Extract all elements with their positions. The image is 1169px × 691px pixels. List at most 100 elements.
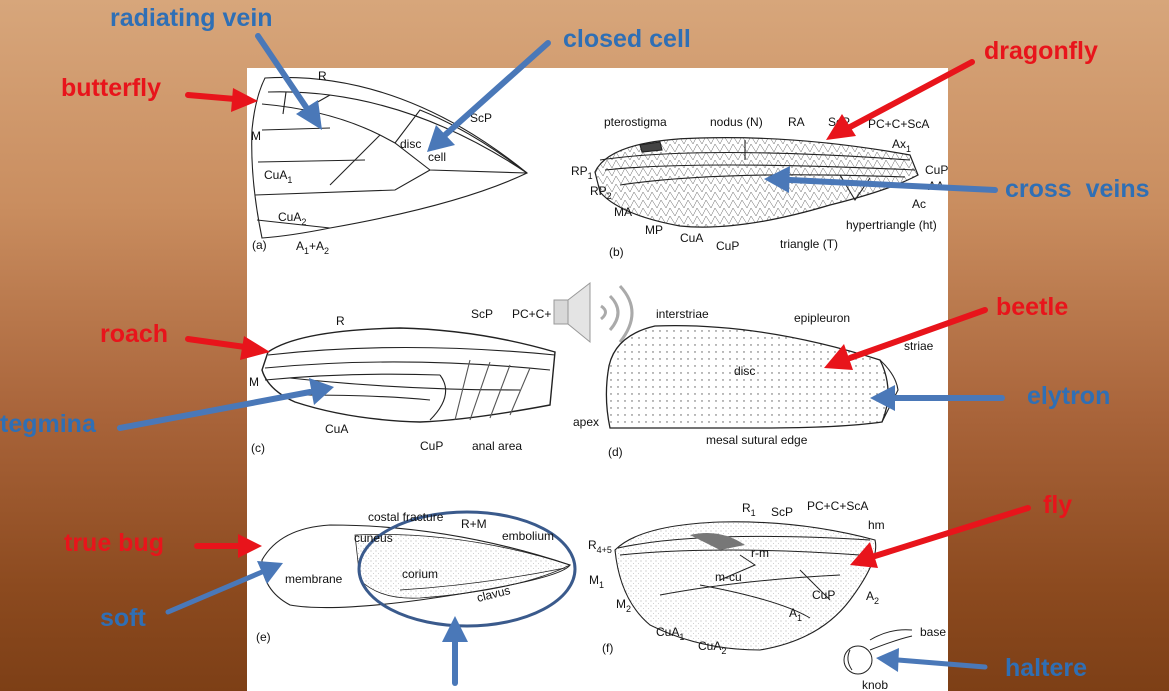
label-knob: knob [862, 678, 888, 691]
callout-arrows [117, 33, 1031, 686]
label-M2: M2 [616, 597, 631, 614]
label-A1A2: A1+A2 [296, 239, 329, 256]
label-A2-f: A2 [866, 589, 879, 606]
corium-highlight-ellipse [357, 510, 577, 628]
label-hm: hm [868, 518, 885, 532]
panel-tag-f: (f) [602, 641, 613, 655]
callout-beetle: beetle [996, 293, 1069, 321]
label-anal-area: anal area [472, 439, 522, 453]
callout-butterfly: butterfly [61, 74, 161, 102]
truebug-wing [261, 524, 572, 609]
label-embolium: embolium [502, 529, 554, 543]
label-CuA-b: CuA [680, 231, 703, 245]
roach-labels: R ScP PC+C+ M CuA CuP anal area (c) [249, 307, 551, 455]
arrow-butterfly [185, 92, 238, 102]
label-R1-f: R1 [742, 501, 756, 518]
label-membrane: membrane [285, 572, 343, 586]
label-pc-c: PC+C+ [512, 307, 551, 321]
callout-elytron: elytron [1027, 382, 1111, 410]
label-rm: r-m [751, 546, 769, 560]
label-M-c: M [249, 375, 259, 389]
arrow-haltere [895, 657, 988, 670]
label-disc: disc [400, 137, 421, 151]
label-CuA-c: CuA [325, 422, 348, 436]
label-disc-d: disc [734, 364, 755, 378]
fly-wing [614, 521, 877, 651]
roach-wing [261, 327, 556, 423]
panel-tag-a: (a) [252, 238, 267, 252]
label-CuP-b2: CuP [925, 163, 948, 177]
label-CuA2-f: CuA2 [698, 639, 726, 656]
beetle-labels: interstriae epipleuron striae disc apex … [573, 307, 934, 459]
label-CuP-f: CuP [812, 588, 835, 602]
callout-radiating-vein: radiating vein [110, 4, 273, 32]
callout-dragonfly: dragonfly [984, 37, 1098, 65]
label-RA: RA [788, 115, 805, 129]
callout-roach: roach [100, 320, 169, 348]
beetle-elytron [605, 325, 899, 429]
label-interstriae: interstriae [656, 307, 709, 321]
speaker-volume-icon[interactable] [553, 281, 634, 344]
callout-haltere: haltere [1005, 654, 1087, 682]
label-ScP-f: ScP [771, 505, 793, 519]
callout-cross-veins: cross veins [1005, 175, 1150, 203]
label-apex: apex [573, 415, 599, 429]
dragonfly-wing [594, 137, 919, 228]
arrow-fly [872, 505, 1031, 559]
label-A1-f: A1 [789, 606, 802, 623]
truebug-labels: costal fracture cuneus R+M embolium cori… [256, 510, 554, 644]
label-striae: striae [904, 339, 934, 353]
fly-labels: R1 ScP PC+C+ScA hm R4+5 r-m m-cu M1 M2 C… [588, 499, 946, 691]
label-base: base [920, 625, 946, 639]
label-M1: M1 [589, 573, 604, 590]
label-RP1: RP1 [571, 164, 593, 181]
haltere-drawing [843, 629, 913, 675]
panel-tag-d: (d) [608, 445, 623, 459]
label-CuA1-f: CuA1 [656, 625, 684, 642]
callout-true-bug: true bug [64, 529, 164, 557]
callout-soft: soft [100, 604, 146, 632]
arrow-tegmina [117, 389, 313, 431]
butterfly-labels: R ScP M disc cell CuA1 CuA2 A1+A2 (a) [251, 69, 492, 256]
label-CuA1: CuA1 [264, 168, 292, 185]
label-CuP-b: CuP [716, 239, 739, 253]
panel-tag-c: (c) [251, 441, 265, 455]
label-MA: MA [614, 205, 632, 219]
label-R45: R4+5 [588, 538, 612, 555]
label-nodus: nodus (N) [710, 115, 763, 129]
label-corium: corium [402, 567, 438, 581]
label-R-c: R [336, 314, 345, 328]
label-RP2: RP2 [590, 184, 612, 201]
arrow-soft [165, 569, 265, 615]
arrow-dragonfly [847, 59, 975, 130]
label-mesal: mesal sutural edge [706, 433, 808, 447]
arrow-roach [185, 336, 248, 350]
label-RM: R+M [461, 517, 487, 531]
label-hypertriangle: hypertriangle (ht) [846, 218, 937, 232]
label-Ax1: Ax1 [892, 137, 911, 154]
label-ScP-c: ScP [471, 307, 493, 321]
label-ScP: ScP [470, 111, 492, 125]
label-pc-f: PC+C+ScA [807, 499, 868, 513]
label-epipleuron: epipleuron [794, 311, 850, 325]
label-M: M [251, 129, 261, 143]
panel-tag-e: (e) [256, 630, 271, 644]
label-CuA2: CuA2 [278, 210, 306, 227]
callout-fly: fly [1043, 491, 1073, 519]
arrow-cross-veins [787, 177, 998, 193]
callout-closed-cell: closed cell [563, 25, 691, 53]
label-cell: cell [428, 150, 446, 164]
label-MP: MP [645, 223, 663, 237]
label-CuP-c: CuP [420, 439, 443, 453]
arrow-beetle [847, 307, 988, 361]
callout-tegmina: tegmina [0, 410, 96, 438]
dragonfly-labels: pterostigma nodus (N) RA ScP PC+C+ScA Ax… [571, 115, 948, 259]
label-pc-b: PC+C+ScA [868, 117, 929, 131]
arrow-closed-cell [442, 40, 551, 138]
label-costal: costal fracture [368, 510, 444, 524]
label-Ac: Ac [912, 197, 926, 211]
label-cuneus: cuneus [354, 531, 393, 545]
label-mcu: m-cu [715, 570, 742, 584]
arrow-radiating-vein [255, 33, 311, 113]
